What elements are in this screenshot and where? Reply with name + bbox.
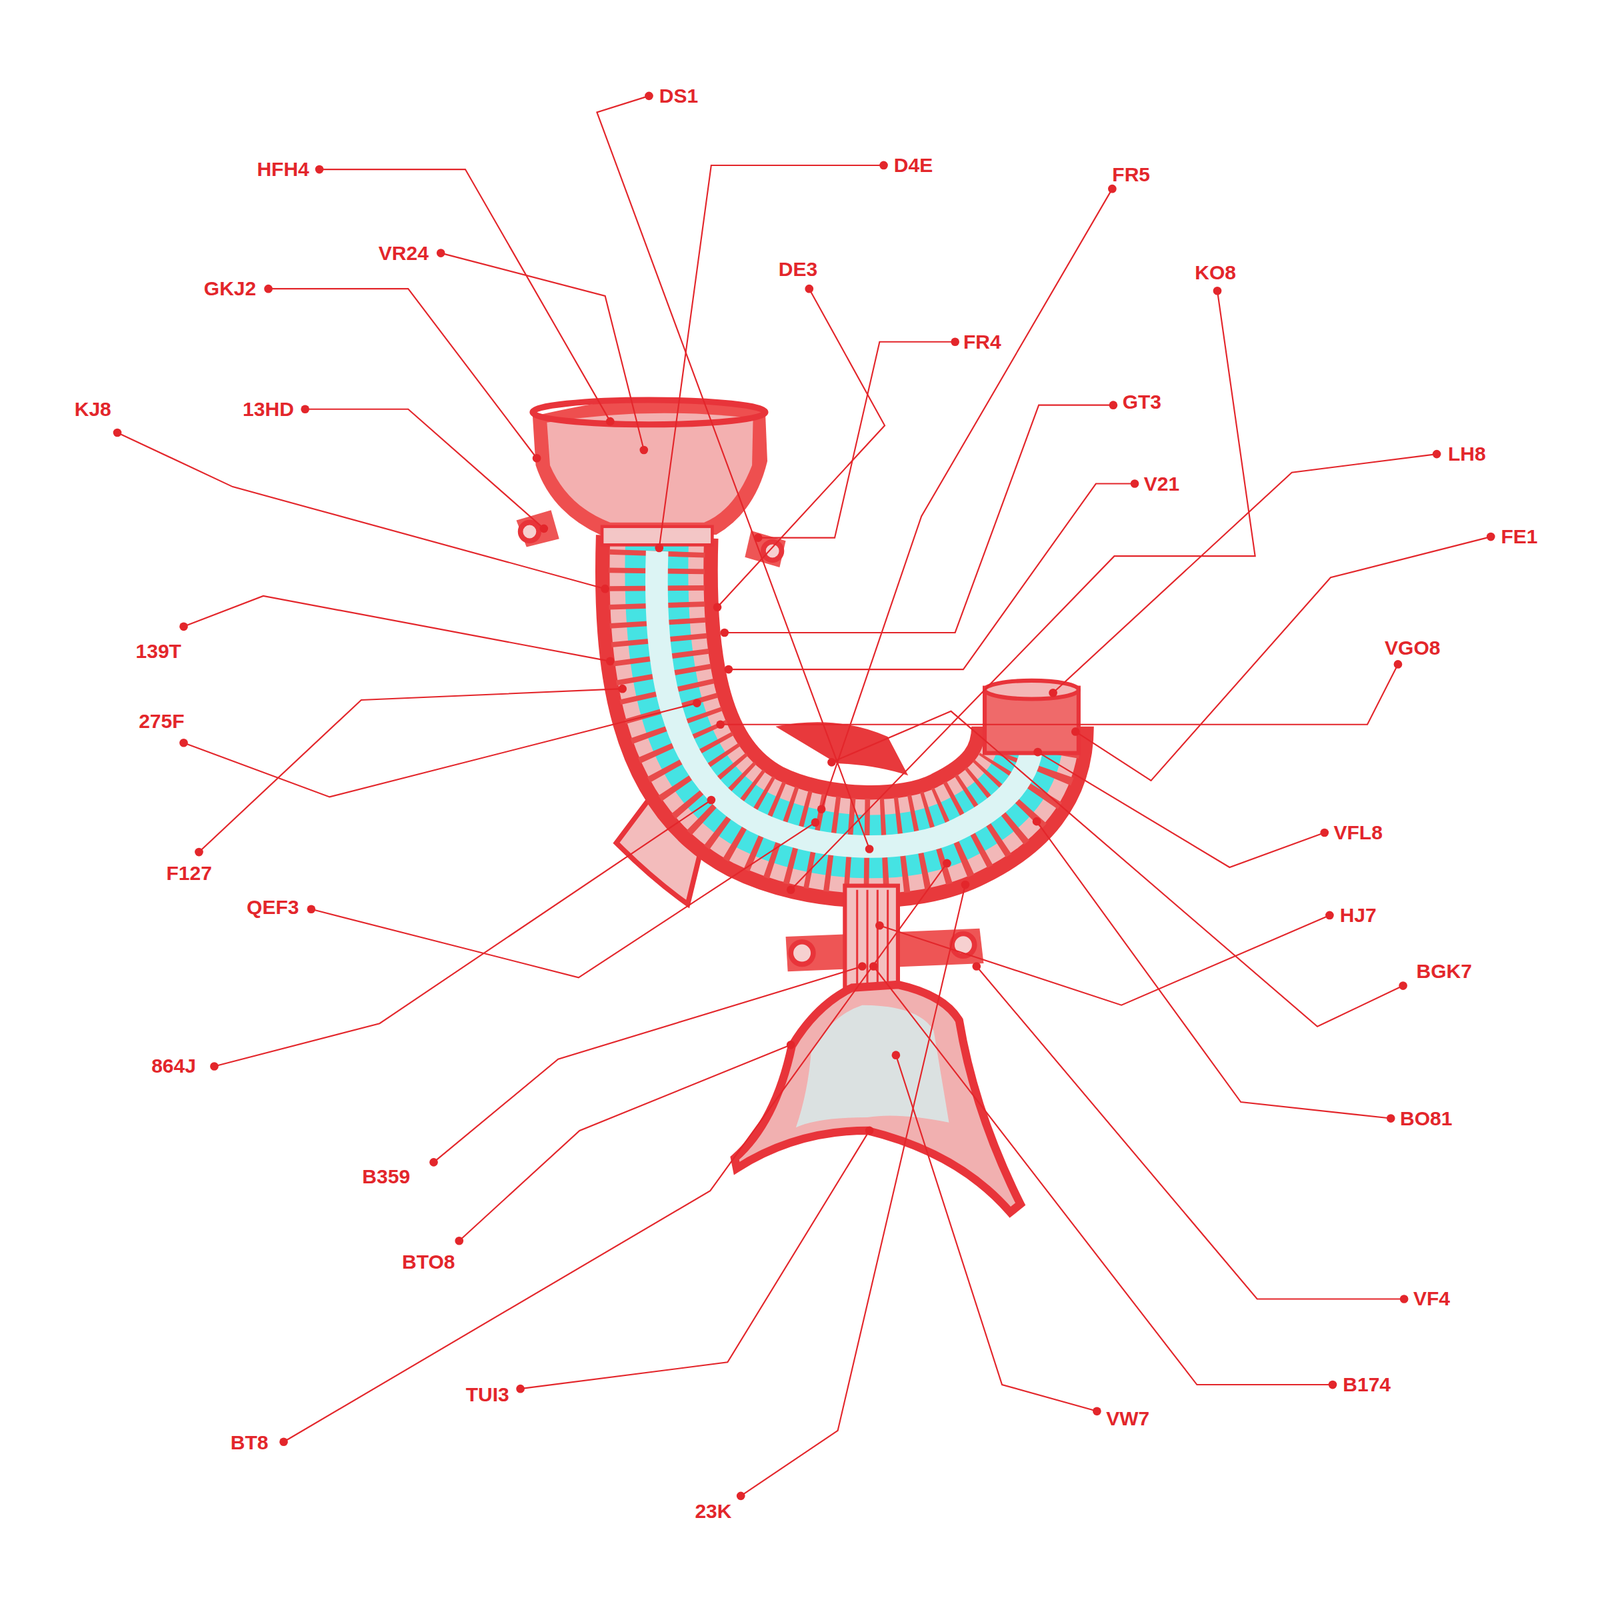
callout-label: BO81 — [1400, 1108, 1452, 1129]
leader-line — [1038, 752, 1325, 868]
leader-line — [740, 884, 966, 1496]
callout-label: VFL8 — [1334, 822, 1383, 843]
callout-label: HFH4 — [256, 159, 309, 180]
callout-label: BGK7 — [1416, 961, 1472, 982]
callout-label: DS1 — [659, 86, 698, 106]
callout-label: D4E — [894, 155, 933, 176]
leader-line — [821, 188, 1112, 810]
leader-line — [896, 1055, 1098, 1412]
funnel-inner — [796, 1005, 950, 1128]
callout-label: 139T — [136, 641, 182, 662]
leader-line — [758, 342, 955, 538]
callout-label: VR24 — [378, 243, 429, 264]
leader-line — [268, 288, 538, 458]
callout-label: 864J — [151, 1056, 196, 1076]
leader-line — [717, 288, 885, 608]
leader-line — [198, 688, 622, 852]
callout-label: VGO8 — [1384, 638, 1440, 658]
callout-label: FR5 — [1112, 164, 1150, 185]
stem-ribs — [857, 890, 888, 984]
callout-label: 275F — [138, 711, 184, 732]
callout-label: QEF3 — [246, 897, 299, 918]
callout-label: GKJ2 — [204, 278, 256, 299]
leader-lines — [117, 96, 1491, 1496]
leader-line — [305, 409, 544, 529]
pipe-channel — [656, 536, 1033, 847]
top-bowl — [532, 398, 768, 535]
leader-line — [440, 253, 644, 450]
mount-lug — [744, 530, 786, 568]
leader-line — [319, 169, 610, 422]
callout-label: VF4 — [1413, 1288, 1450, 1309]
leader-line — [873, 966, 1333, 1385]
leader-line — [790, 290, 1255, 890]
leader-line — [1075, 536, 1491, 781]
callout-label: V21 — [1144, 474, 1180, 494]
leader-line — [459, 1044, 791, 1241]
callout-label: VW7 — [1106, 1408, 1150, 1429]
callout-label: F127 — [166, 863, 212, 884]
leader-line — [831, 711, 1403, 1027]
callout-label: HJ7 — [1340, 905, 1377, 926]
callout-label: KO8 — [1194, 262, 1236, 283]
outlet-rim — [984, 680, 1079, 700]
leader-line — [434, 966, 863, 1162]
callout-label: LH8 — [1448, 444, 1486, 464]
bowl-inner — [546, 413, 753, 523]
leader-line — [720, 664, 1398, 724]
callout-label: TUI3 — [466, 1384, 510, 1405]
leader-line — [1053, 454, 1438, 693]
mount-hole — [763, 542, 782, 561]
leader-line — [1036, 821, 1391, 1118]
callout-label: 23K — [694, 1501, 732, 1522]
leader-line — [284, 863, 948, 1442]
callout-label: 13HD — [242, 399, 294, 420]
ribbed-stem — [844, 886, 898, 988]
leader-line — [728, 484, 1135, 670]
leader-line — [976, 966, 1404, 1299]
pipe-inner — [656, 536, 1033, 847]
callout-label: KJ8 — [74, 399, 112, 420]
callout-label: DE3 — [778, 259, 818, 280]
leader-line — [184, 703, 698, 798]
leader-line — [596, 96, 870, 850]
bowl-rim — [532, 400, 766, 425]
mount-hole — [520, 522, 540, 542]
mount-hole — [790, 942, 814, 965]
leader-line — [520, 1130, 870, 1389]
callout-label: FR4 — [963, 332, 1002, 352]
leader-line — [724, 405, 1114, 633]
callout-label: B174 — [1342, 1374, 1391, 1395]
callout-label: BTO8 — [402, 1252, 455, 1272]
leader-line — [184, 596, 611, 662]
pipe-neck — [602, 526, 712, 546]
callout-label: BT8 — [230, 1432, 269, 1453]
callout-label: B359 — [362, 1166, 410, 1187]
pipe-wall — [656, 536, 1033, 847]
leader-line — [214, 800, 711, 1066]
callout-label: FE1 — [1501, 526, 1538, 547]
leader-line — [117, 432, 606, 589]
mount-lug — [516, 510, 559, 547]
callout-label: GT3 — [1122, 392, 1162, 412]
leader-line — [659, 165, 884, 548]
